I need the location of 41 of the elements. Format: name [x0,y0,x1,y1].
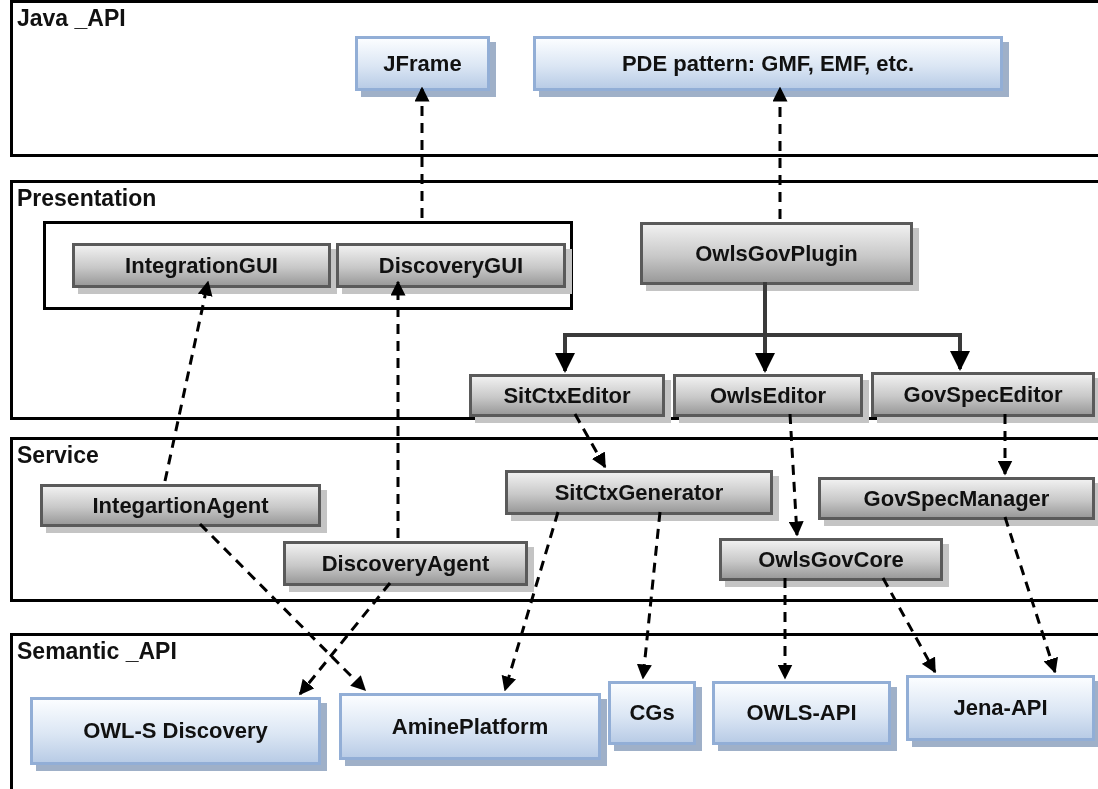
layer-band [10,437,1098,602]
layer-label: Presentation [17,185,157,212]
arrow [772,86,788,219]
component-label: IntegrationGUI [125,252,278,279]
component-label: PDE pattern: GMF, EMF, etc. [621,50,915,77]
component-label: OWLS-API [746,700,857,726]
component-label: SitCtxGenerator [554,479,724,506]
arrow [501,511,560,692]
component-label: GovSpecEditor [903,381,1063,408]
layer-label: Service [17,442,99,469]
layer-band [10,633,1098,789]
arrow [573,413,607,469]
component-label: IntegartionAgent [92,492,269,519]
arrow [997,414,1013,476]
arrow [414,86,430,218]
component-label: Jena-API [953,695,1048,721]
component-label: OwlsGovPlugin [695,240,858,267]
arrow [1003,516,1058,674]
arrow [390,280,406,538]
component-label: SitCtxEditor [503,382,631,409]
component-label: DiscoveryGUI [378,252,524,279]
component-label: JFrame [383,50,462,77]
layer-label: Semantic _API [17,638,177,665]
arrow [777,578,793,680]
arrow [636,511,662,680]
group-box [43,221,573,310]
component-label: DiscoveryAgent [321,550,490,577]
layer-band [10,180,1098,420]
arrow [198,522,367,692]
arrow [788,413,804,537]
arrow [881,577,937,674]
layer-label: Java _API [17,5,126,32]
component-label: OwlsGovCore [758,546,904,573]
component-label: OwlsEditor [709,382,827,409]
component-label: CGs [629,700,675,726]
component-label: AminePlatform [391,713,549,740]
component-label: OWL-S Discovery [83,718,268,744]
component-label: GovSpecManager [863,485,1050,512]
layer-band [10,0,1098,157]
arrow [163,280,213,482]
arrow [298,582,392,696]
